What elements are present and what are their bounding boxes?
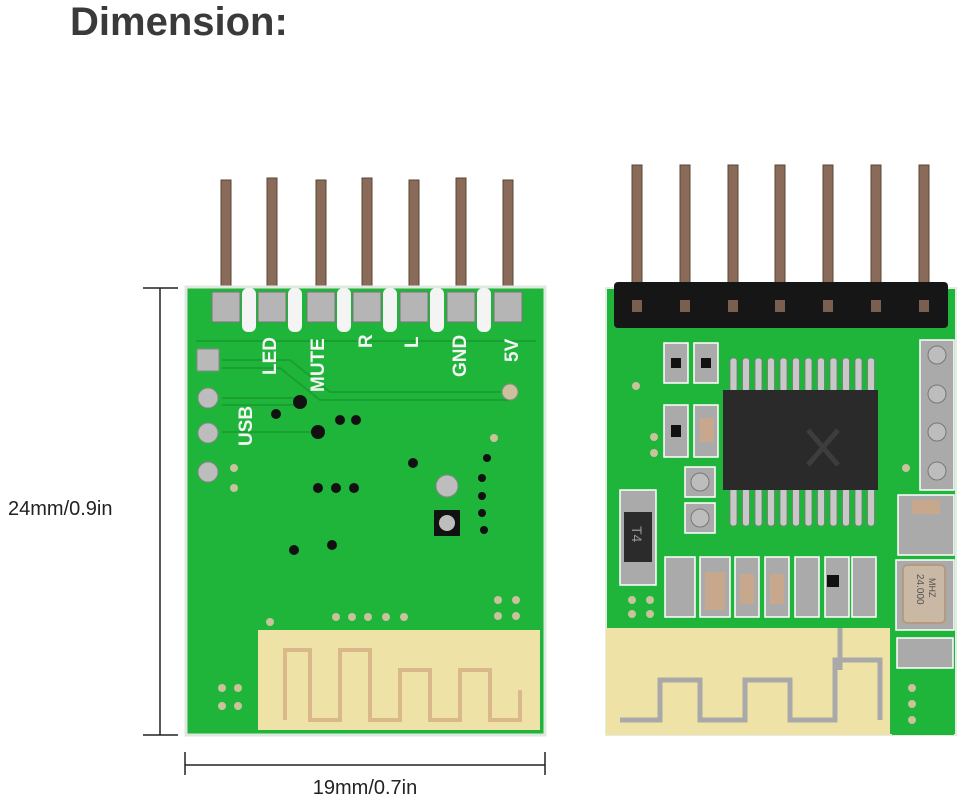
header-pin [502,179,514,293]
crystal-unit: MHZ [927,578,937,598]
silk-usb: USB [236,406,257,446]
board-slot [430,288,444,332]
chip-pin [804,357,813,393]
board-slot [337,288,351,332]
chip-pin [829,487,838,527]
pin-base [632,300,642,312]
silk-gnd: GND [450,335,471,377]
header-pin [455,177,467,291]
chip-pin [729,487,738,527]
chip-pin [842,487,850,527]
chip-pin [742,487,750,527]
solder-pad [306,291,336,323]
page-title: Dimension: [70,0,288,44]
header-pin [266,177,278,291]
solder-pad [352,291,382,323]
chip-pin [754,357,763,393]
diode-marking: T4 [629,526,645,543]
amplifier-chip [723,357,878,527]
chip-pin [792,487,800,527]
chip-pin [779,487,788,527]
chip-pin [804,487,813,527]
chip-pin [767,357,775,393]
solder-pad [446,291,476,323]
chip-pin [817,357,825,393]
header-pin [315,179,327,293]
chip-pin [742,357,750,393]
back-board: LED MUTE R L GND 5V USB [184,177,547,737]
chip-pin [767,487,775,527]
height-dimension [143,287,178,736]
width-dimension [184,752,546,775]
chip-pin [817,487,825,527]
silk-l: L [402,336,423,348]
pin-base [728,300,738,312]
board-slot [477,288,491,332]
chip-pin [867,357,875,393]
board-slot [242,288,256,332]
header-pin [408,179,420,293]
pin-pads [211,288,523,332]
board-slot [288,288,302,332]
pin-base [871,300,881,312]
silk-r: R [356,334,377,348]
chip-pin [829,357,838,393]
silk-led: LED [260,337,281,375]
silk-5v: 5V [502,338,523,362]
silk-mute: MUTE [308,338,329,392]
chip-pin [754,487,763,527]
pin-base [823,300,833,312]
height-label: 24mm/0.9in [8,498,113,520]
chip-pin [779,357,788,393]
solder-pad [211,291,241,323]
header-pins [220,177,514,293]
solder-pad [399,291,429,323]
chip-pin [792,357,800,393]
chip-pin [854,357,863,393]
pin-base [919,300,929,312]
pin-base [680,300,690,312]
crystal-frequency: 24.000 [914,574,925,605]
header-pin [361,177,373,291]
header-pins [631,164,930,306]
front-board: T4 24.000 MHZ [605,164,957,736]
header-pin [220,179,232,293]
width-label: 19mm/0.7in [313,777,418,799]
chip-pin [842,357,850,393]
solder-pad [493,291,523,323]
chip-pin [729,357,738,393]
chip-pin [854,487,863,527]
solder-pad [257,291,287,323]
chip-pin [867,487,875,527]
board-slot [383,288,397,332]
pin-base [775,300,785,312]
